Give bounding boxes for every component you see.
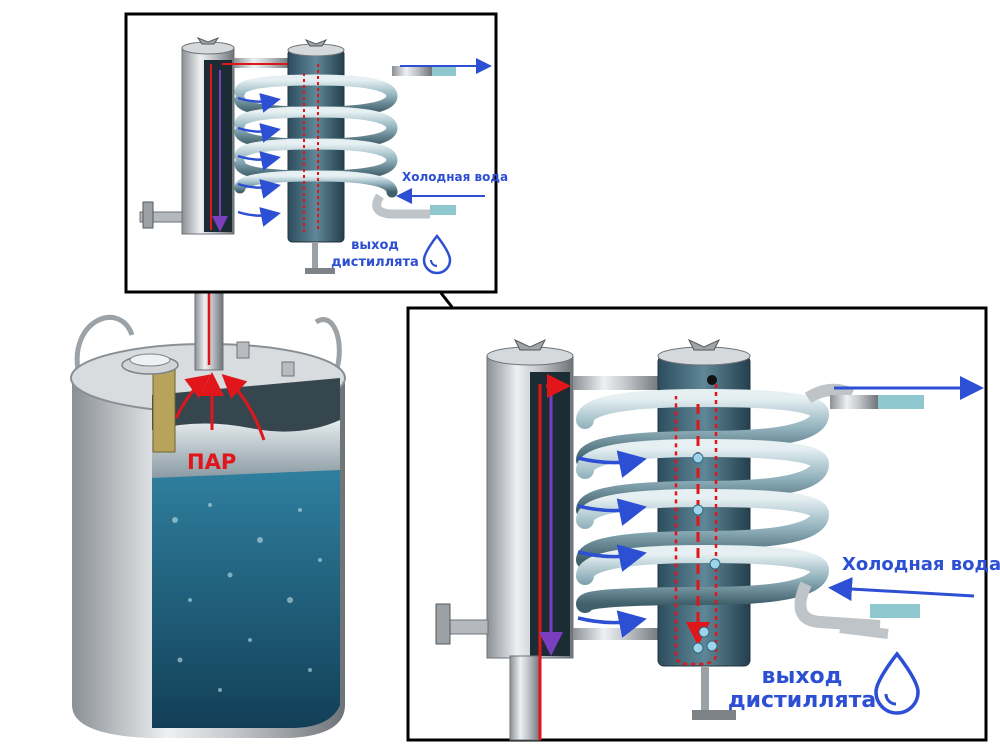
small-distillate-label-1: выход (351, 238, 399, 253)
inset-small: Холодная вода выход дистиллята (124, 12, 508, 294)
tank-handle-left (74, 314, 135, 371)
tank-water (152, 470, 340, 728)
steam-label: ПАР (187, 450, 236, 474)
large-water-in-arrow (828, 577, 975, 602)
small-cooling-arrows (237, 93, 281, 227)
large-distillate-label-1: выход (762, 664, 843, 689)
water-drop-icon (874, 651, 920, 715)
small-cold-water-label: Холодная вода (402, 170, 508, 184)
boiling-foam (152, 420, 340, 478)
small-coil (234, 74, 398, 198)
large-cold-water-label: Холодная вода (842, 554, 1000, 575)
water-bubbles (172, 503, 322, 692)
small-condensate-path (303, 64, 319, 232)
tank-handle-right (314, 317, 342, 373)
steam-arrow-right (221, 373, 266, 441)
small-reflux-cutaway (204, 60, 232, 232)
lid-fitting-2 (281, 361, 295, 377)
small-distillate-label-2: дистиллята (331, 255, 419, 270)
wing-nut-icon (304, 38, 328, 47)
water-drop-icon (422, 234, 452, 275)
wing-nut-icon (687, 338, 721, 351)
wing-nut-icon (196, 36, 220, 45)
inset-large: Холодная вода выход дистиллята (406, 306, 1000, 742)
condensate-droplets (692, 452, 721, 654)
large-condensate-path (674, 384, 718, 666)
lid-fitting (236, 341, 250, 359)
large-distillate-label-2: дистиллята (728, 688, 876, 713)
thermometer (121, 353, 179, 453)
boiler-tank: ПАР (70, 314, 346, 738)
large-cooling-arrows (577, 450, 647, 638)
inset-pointer (439, 292, 454, 308)
wing-nut-icon (513, 338, 547, 351)
